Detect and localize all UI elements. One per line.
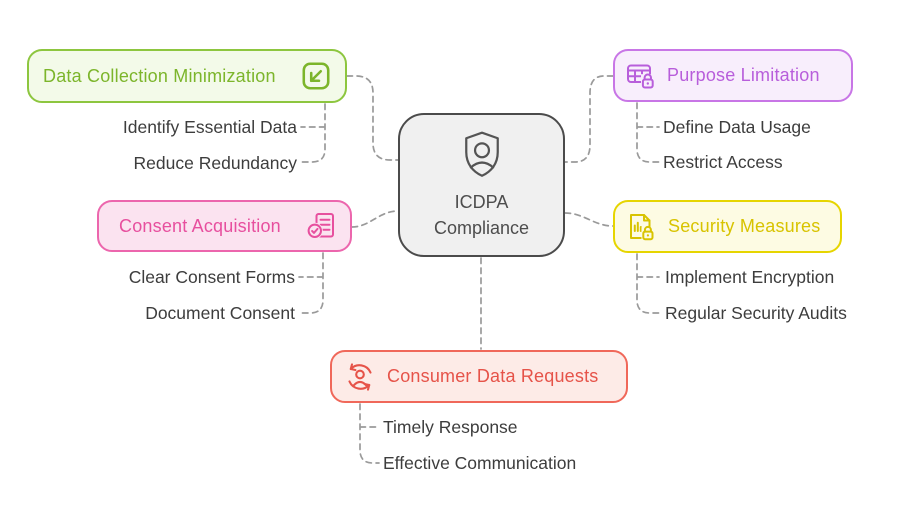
branch-node-consumer-data-requests[interactable]: Consumer Data Requests xyxy=(330,350,628,403)
sub-item-define-data-usage[interactable]: Define Data Usage xyxy=(663,117,811,137)
branch-label-purpose-limitation: Purpose Limitation xyxy=(667,65,820,85)
branch-node-data-collection-minimization[interactable]: Data Collection Minimization xyxy=(27,49,347,103)
person-refresh-icon xyxy=(344,361,376,393)
document-chart-lock-icon xyxy=(625,212,657,242)
center-node-icdpa-compliance[interactable]: ICDPA Compliance xyxy=(398,113,565,257)
sub-item-timely-response[interactable]: Timely Response xyxy=(383,417,518,437)
connector-yellow-to-center xyxy=(564,212,614,227)
shield-person-icon xyxy=(458,129,506,184)
center-node-label-line1: ICDPA xyxy=(454,192,509,212)
connector-yellow-children xyxy=(636,253,660,314)
connector-purple-to-center xyxy=(564,75,614,163)
minimize-arrow-icon xyxy=(299,59,333,93)
branch-node-purpose-limitation[interactable]: Purpose Limitation xyxy=(613,49,853,102)
document-check-icon xyxy=(306,211,338,241)
branch-label-consumer-data-requests: Consumer Data Requests xyxy=(387,366,599,386)
center-node-label-line2: Compliance xyxy=(433,218,530,238)
connector-pink-to-center xyxy=(351,210,399,228)
connector-purple-children xyxy=(636,102,660,163)
table-lock-icon xyxy=(625,61,657,91)
sub-item-implement-encryption[interactable]: Implement Encryption xyxy=(665,267,835,287)
connector-red-children xyxy=(359,403,380,464)
sub-item-clear-consent-forms[interactable]: Clear Consent Forms xyxy=(128,267,295,287)
connector-green-children xyxy=(300,103,326,163)
connector-green-to-center xyxy=(346,75,399,161)
sub-item-regular-security-audits[interactable]: Regular Security Audits xyxy=(665,303,847,323)
connector-pink-children xyxy=(298,252,324,314)
sub-item-document-consent[interactable]: Document Consent xyxy=(145,303,295,323)
branch-node-security-measures[interactable]: Security Measures xyxy=(613,200,842,253)
sub-item-effective-communication[interactable]: Effective Communication xyxy=(383,453,577,473)
branch-label-data-collection-minimization: Data Collection Minimization xyxy=(43,65,276,86)
branch-label-consent-acquisition: Consent Acquisition xyxy=(119,215,281,236)
sub-item-reduce-redundancy[interactable]: Reduce Redundancy xyxy=(133,153,297,173)
branch-node-consent-acquisition[interactable]: Consent Acquisition xyxy=(97,200,352,252)
sub-item-restrict-access[interactable]: Restrict Access xyxy=(663,152,783,172)
sub-item-identify-essential-data[interactable]: Identify Essential Data xyxy=(122,117,297,137)
branch-label-security-measures: Security Measures xyxy=(668,216,821,236)
